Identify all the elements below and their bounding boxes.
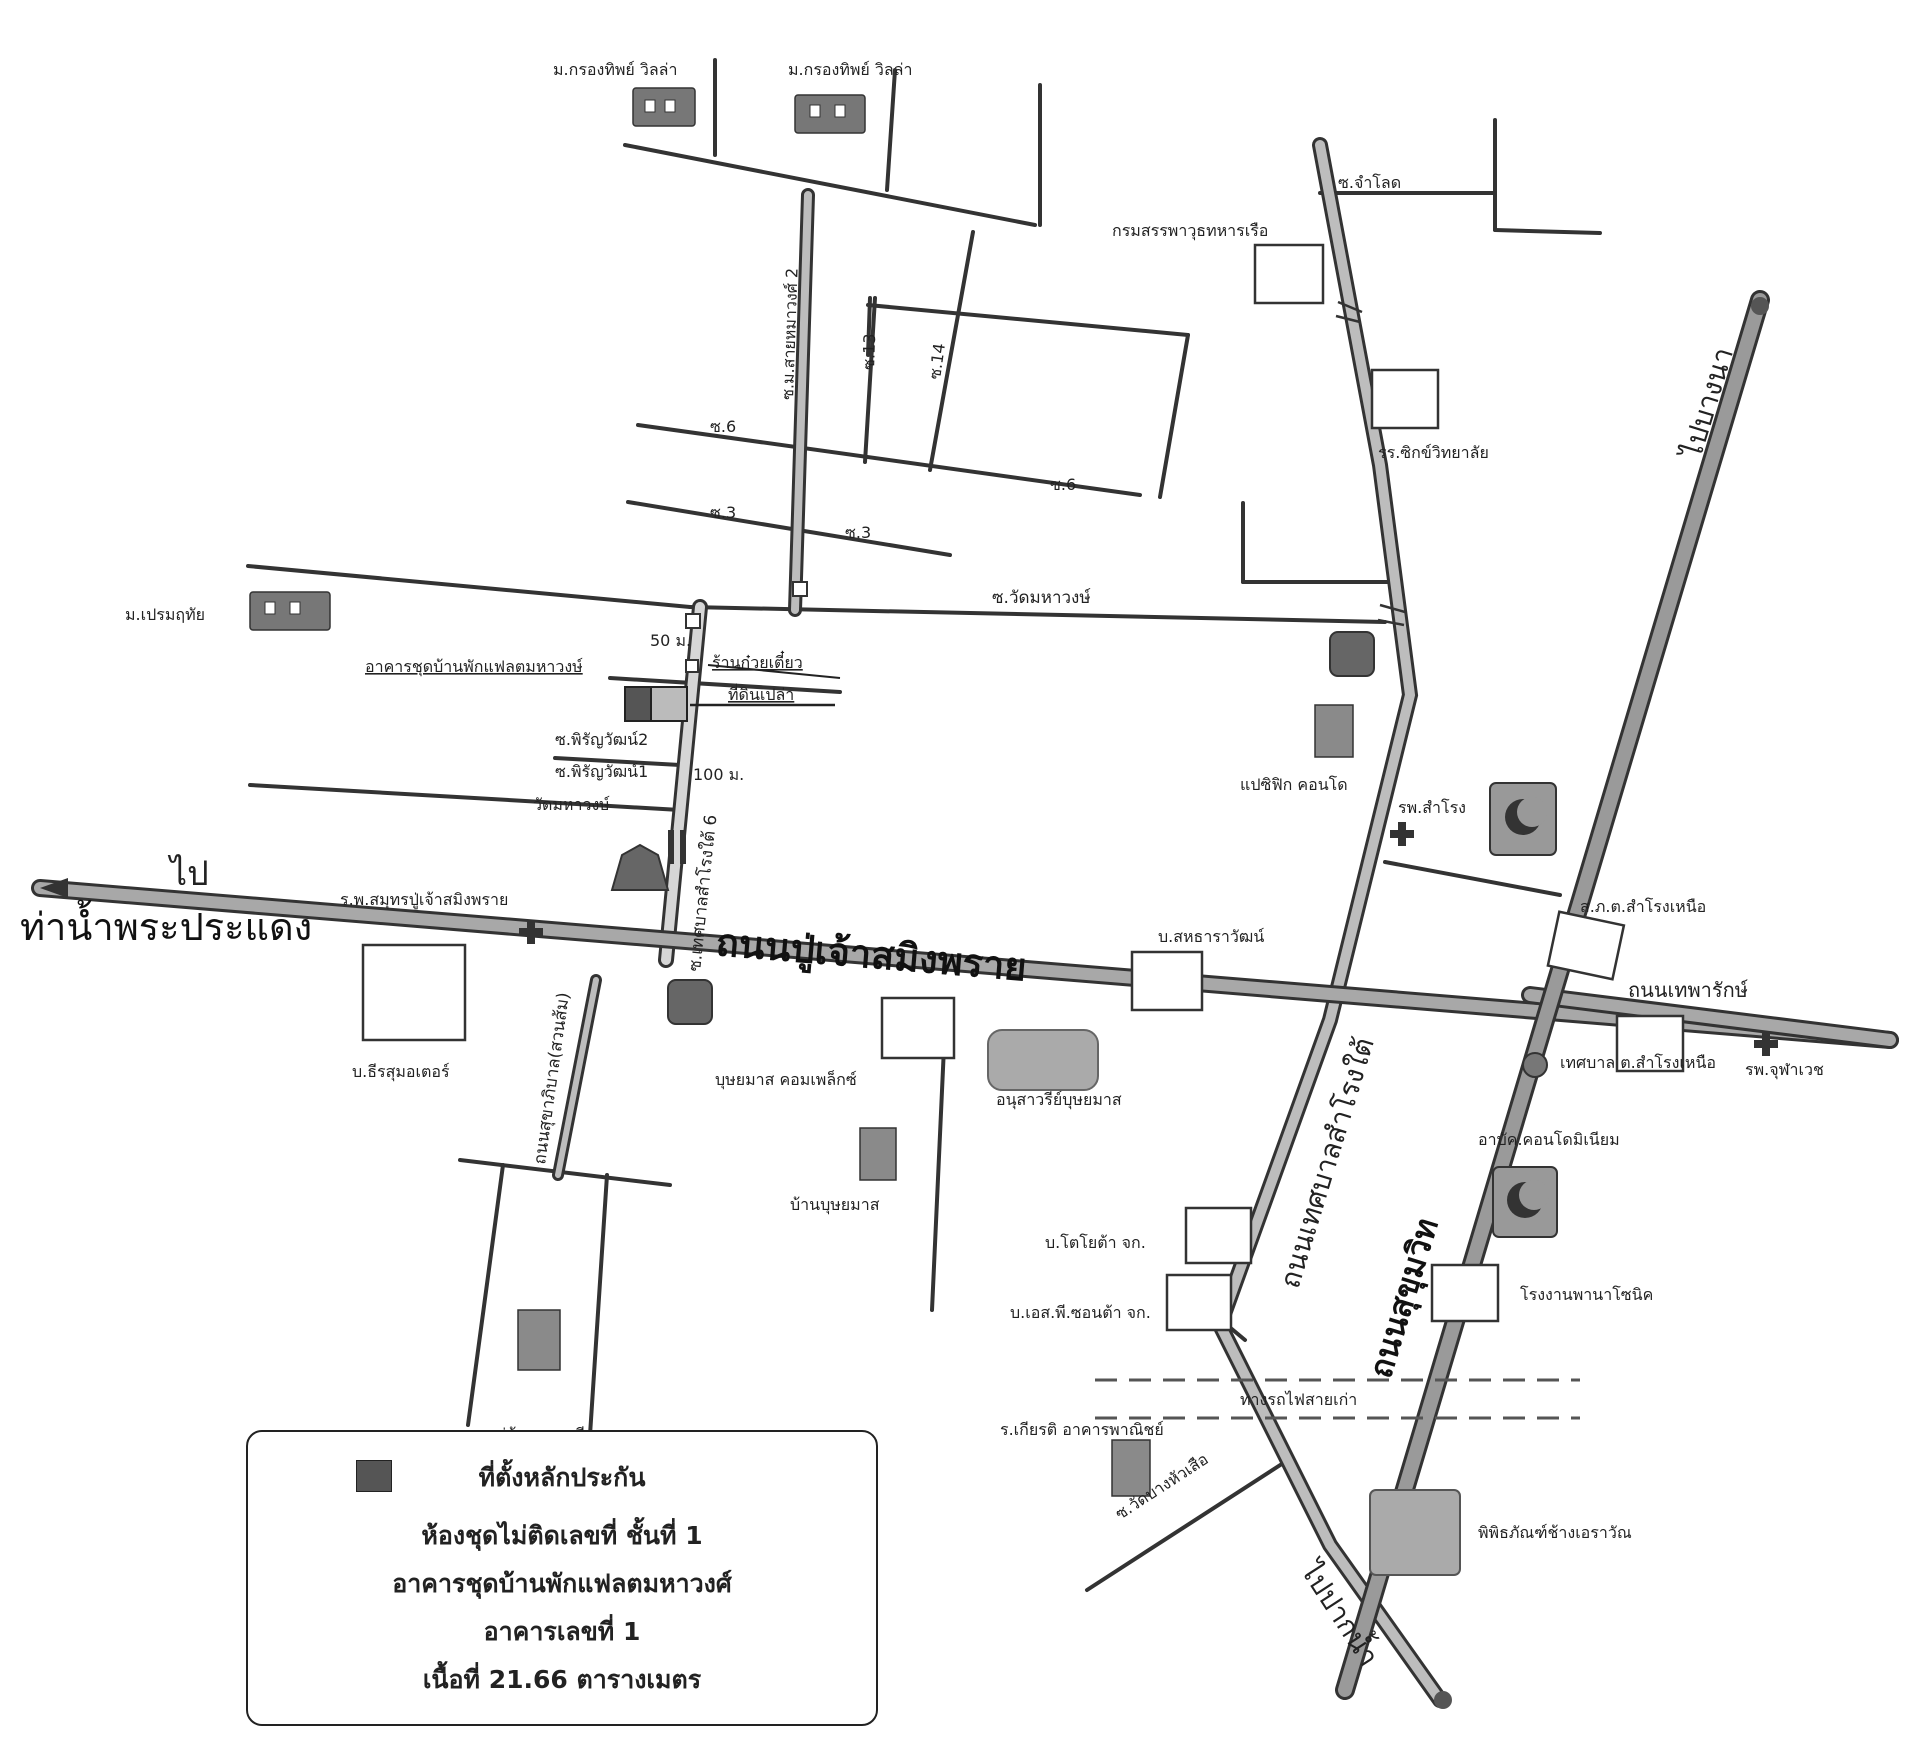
road-s3b-label: ซ.3 bbox=[845, 523, 871, 542]
road-soi-14 bbox=[928, 230, 975, 472]
road-soi-wat-label: ซ.วัดมหาวงษ์ bbox=[992, 588, 1091, 608]
panasonic-building bbox=[1430, 1263, 1500, 1323]
elephant-museum-icon bbox=[1369, 1489, 1461, 1576]
place-krongthip1: ม.กรองทิพย์ วิลล่า bbox=[553, 60, 677, 79]
sahathara-building bbox=[1130, 950, 1204, 1012]
legend-box: ที่ตั้งหลักประกัน ห้องชุดไม่ติดเลขที่ ชั… bbox=[246, 1430, 878, 1726]
legend-line-3: อาคารเลขที่ 1 bbox=[483, 1617, 641, 1646]
road-theparak-label: ถนนเทพารักษ์ bbox=[1628, 978, 1748, 1002]
municipal-icon bbox=[1522, 1052, 1548, 1078]
theerasom-building bbox=[361, 943, 467, 1042]
arrow-paknam-icon bbox=[1434, 1691, 1452, 1709]
arrow-to-pier-icon bbox=[40, 878, 68, 898]
place-rp-samrong: รพ.สำโรง bbox=[1398, 798, 1466, 817]
road-soi-13 bbox=[863, 296, 877, 464]
place-sahathara: บ.สหธาราวัฒน์ bbox=[1158, 927, 1264, 946]
place-rp-chulalongkorn: รพ.จุฬาเวช bbox=[1745, 1060, 1824, 1080]
road-soi-2-label: ซ.ม.สายหมาวงศ์ 2 bbox=[778, 268, 802, 401]
monument-icon bbox=[987, 1029, 1099, 1091]
place-temple: วัดมหาวงษ์ bbox=[533, 795, 610, 814]
legend-line-1: ห้องชุดไม่ติดเลขที่ ชั้นที่ 1 bbox=[421, 1521, 703, 1550]
railway-label: ทางรถไฟสายเก่า bbox=[1240, 1390, 1357, 1409]
condo-icon bbox=[517, 704, 1354, 1497]
place-hospital-poochao: ร.พ.สมุทรปู่เจ้าสมิงพราย bbox=[340, 890, 508, 910]
sp-building bbox=[1165, 1273, 1233, 1332]
place-krongthip2: ม.กรองทิพย์ วิลล่า bbox=[788, 60, 912, 79]
legend-line-2: อาคารชุดบ้านพักแฟลตมหาวงศ์ bbox=[392, 1569, 732, 1598]
rpcl-building bbox=[1615, 1014, 1685, 1073]
police-building bbox=[1546, 910, 1626, 981]
place-abac: อาบัค.คอนโดมิเนียม bbox=[1478, 1130, 1620, 1149]
place-ban-boonyamas: บ้านบุษยมาส bbox=[790, 1195, 880, 1215]
place-pacific: แปซิฟิก คอนโด bbox=[1240, 775, 1348, 794]
road-s6a-label: ซ.6 bbox=[710, 417, 736, 436]
target-parcel-marker bbox=[624, 686, 652, 722]
station-icon bbox=[667, 631, 1375, 1025]
road-thesaban-label: ถนนเทศบาลสำโรงใต้ bbox=[1273, 1034, 1381, 1292]
legend-title: ที่ตั้งหลักประกัน bbox=[478, 1463, 646, 1492]
road-phirun1-label: ซ.พิรัญวัฒน์1 bbox=[555, 762, 648, 781]
place-theerasom: บ.ธีรสุมอเตอร์ bbox=[352, 1062, 450, 1082]
place-school: รร.ซิกข์วิทยาลัย bbox=[1378, 443, 1489, 462]
place-police: ส.ภ.ต.สำโรงเหนือ bbox=[1580, 897, 1706, 916]
school-building bbox=[1370, 368, 1440, 430]
place-noodle: ร้านก๋วยเตี๋ยว bbox=[712, 650, 803, 672]
place-monument: อนุสาวรีย์บุษยมาส bbox=[996, 1090, 1122, 1110]
road-suan-som-lower bbox=[458, 1158, 672, 1187]
road-soi-wat-bang-hua bbox=[1085, 1458, 1290, 1592]
road-s3a-label: ซ.3 bbox=[710, 503, 736, 522]
place-noodle2: ที่ดินเปล่า bbox=[728, 683, 794, 704]
boonyamas-building bbox=[880, 996, 956, 1060]
road-samrong bbox=[1383, 860, 1562, 897]
road-premruethai bbox=[246, 564, 692, 609]
place-navy: กรมสรรพาวุธทหารเรือ bbox=[1112, 221, 1268, 241]
road-s6b-label: ซ.6 bbox=[1050, 475, 1076, 494]
place-toyota: บ.โตโยต้า จก. bbox=[1045, 1233, 1146, 1252]
village-icon bbox=[249, 87, 866, 631]
road-left-lower bbox=[248, 783, 682, 812]
place-flat-building: อาคารชุดบ้านพักแฟลตมหาวงษ์ bbox=[365, 657, 583, 677]
hospital-icon bbox=[519, 822, 1778, 1056]
temple-icon bbox=[610, 843, 670, 891]
place-erawan: พิพิธภัณฑ์ช้างเอราวัณ bbox=[1478, 1523, 1632, 1542]
place-dist50: 50 ม. bbox=[650, 631, 691, 650]
road-soi-wat bbox=[688, 605, 1387, 624]
place-panasonic: โรงงานพานาโซนิค bbox=[1520, 1285, 1653, 1304]
legend-parcel-swatch bbox=[356, 1460, 392, 1492]
toyota-building bbox=[1184, 1206, 1253, 1265]
road-soi-6 bbox=[636, 423, 1142, 497]
navy-building bbox=[1253, 243, 1325, 305]
place-boonyamas: บุษยมาส คอมเพล็กซ์ bbox=[715, 1069, 857, 1090]
road-soi-3 bbox=[626, 500, 952, 557]
place-sp-toyota: บ.เอส.พี.ซอนต้า จก. bbox=[1010, 1303, 1151, 1322]
legend-line-4: เนื้อที่ 21.66 ตารางเมตร bbox=[422, 1665, 702, 1694]
road-s13-label: ซ.13 bbox=[859, 333, 879, 370]
road-top-village bbox=[623, 143, 1037, 227]
direction-pai-label: ไป bbox=[167, 854, 209, 894]
road-phirun2-label: ซ.พิรัญวัฒน์2 bbox=[555, 730, 648, 749]
place-dist100: 100 ม. bbox=[693, 765, 744, 784]
arrow-bangna-icon bbox=[1751, 297, 1769, 315]
road-s14-label: ซ.14 bbox=[925, 342, 949, 381]
direction-pier-label: ท่าน้ำพระประแดง bbox=[20, 899, 312, 949]
place-premruethai: ม.เปรมฤทัย bbox=[125, 605, 205, 624]
road-poochao-label: ถนนปู่เจ้าสมิงพราย bbox=[714, 920, 1028, 991]
road-boonyamas bbox=[930, 1023, 947, 1312]
road-jamlod-label: ซ.จำโลด bbox=[1338, 173, 1401, 192]
place-kiattisak: ร.เกียรติ อาคารพาณิชย์ bbox=[1000, 1420, 1164, 1439]
place-municipal: เทศบาล ต.สำโรงเหนือ bbox=[1560, 1053, 1716, 1072]
